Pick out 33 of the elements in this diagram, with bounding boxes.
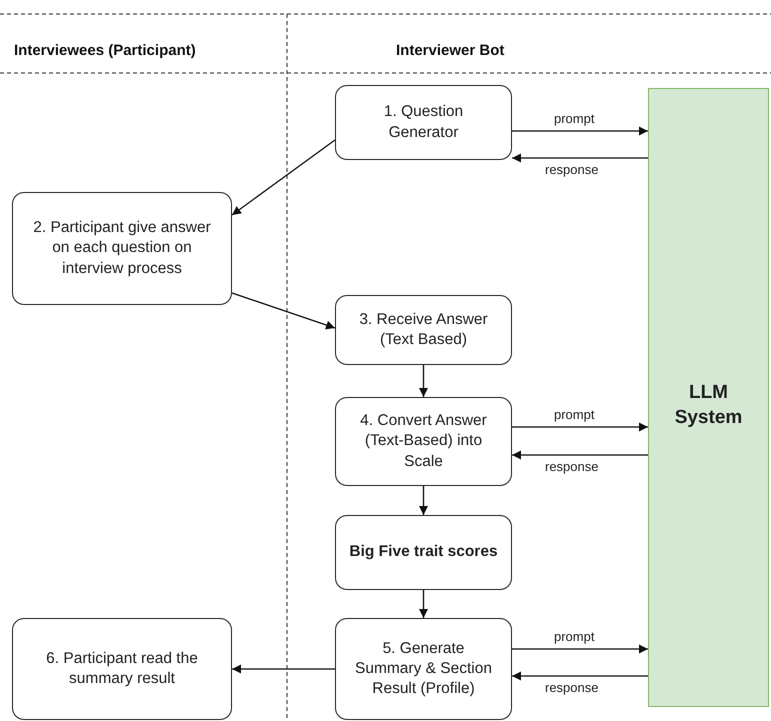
- process-box: [335, 515, 512, 590]
- arrow: [512, 644, 648, 654]
- node-text: Big Five trait scores: [349, 542, 498, 562]
- process-box: [335, 85, 512, 160]
- process-box: [335, 618, 512, 720]
- arrow: [232, 139, 336, 216]
- arrow: [512, 126, 648, 136]
- arrow: [232, 664, 335, 674]
- edge-label: prompt: [552, 408, 596, 422]
- edge-label: prompt: [552, 630, 596, 644]
- node-text: LLM System: [674, 381, 744, 430]
- process-box: [335, 397, 512, 486]
- node-text: 2. Participant give answer on each question on interview process: [32, 218, 212, 279]
- arrow: [419, 365, 428, 397]
- arrow: [512, 672, 648, 680]
- node-text: 4. Convert Answer (Text-Based) into Scale: [359, 411, 488, 472]
- node-text: 1. Question Generator: [382, 102, 464, 142]
- arrow: [512, 154, 648, 162]
- arrow: [419, 590, 428, 618]
- process-box: [12, 618, 232, 720]
- node-text: 3. Receive Answer (Text Based): [358, 310, 489, 350]
- arrow: [232, 292, 336, 330]
- node-text: 5. Generate Summary & Section Result (Profile): [354, 638, 493, 700]
- system-box: [648, 88, 769, 707]
- arrow: [512, 422, 648, 432]
- node-text: 6. Participant read the summary result: [45, 648, 199, 689]
- lane-header: Interviewer Bot: [396, 42, 504, 59]
- arrow: [419, 486, 428, 515]
- arrow: [512, 450, 648, 460]
- process-box: [12, 192, 232, 305]
- process-box: [335, 295, 512, 365]
- edge-label: prompt: [552, 112, 596, 126]
- lane-header: Interviewees (Participant): [14, 42, 196, 59]
